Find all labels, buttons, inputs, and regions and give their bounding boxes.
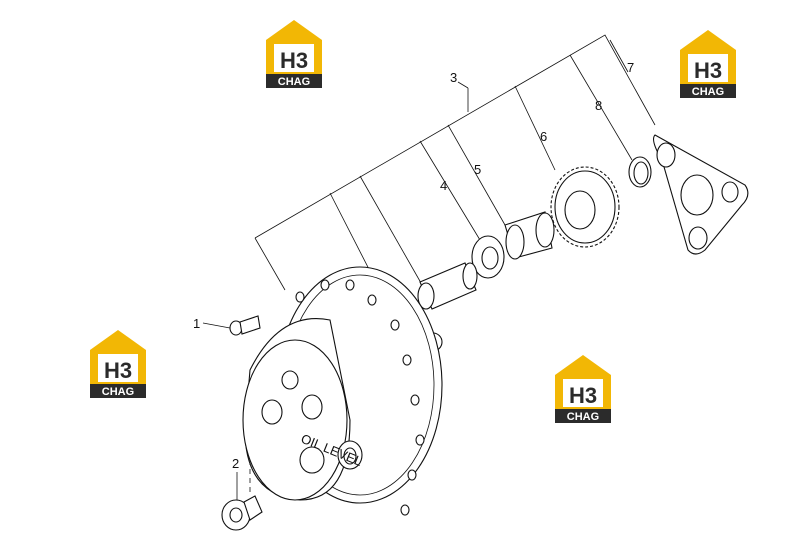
- callout-5: 5: [474, 162, 481, 177]
- part-4-thrust-washer[interactable]: [471, 235, 505, 279]
- part-7-plate[interactable]: [653, 134, 749, 255]
- part-6-gear[interactable]: [550, 166, 620, 248]
- callout-labels: 1 2 3 4 5 6 7 8: [193, 60, 634, 471]
- label-leader-lines: [202, 39, 629, 500]
- svg-text:CHAG: CHAG: [278, 76, 310, 88]
- watermark-logo-center-right: H3 CHAG: [555, 355, 611, 423]
- callout-7: 7: [627, 60, 634, 75]
- watermark-logo-top-right: H3 CHAG: [680, 30, 736, 98]
- part-8-snap-ring[interactable]: [628, 156, 652, 188]
- callout-1: 1: [193, 316, 200, 331]
- part-2-drain-plug[interactable]: [221, 495, 263, 531]
- svg-text:H3: H3: [569, 383, 597, 408]
- flange-bolt-holes: [295, 279, 425, 516]
- svg-text:CHAG: CHAG: [102, 386, 134, 398]
- callout-4: 4: [440, 178, 447, 193]
- part-5-needle-bearing[interactable]: [504, 211, 555, 260]
- hub-housing[interactable]: OIL LEVEL: [242, 266, 443, 516]
- svg-text:CHAG: CHAG: [692, 86, 724, 98]
- watermark-logo-top-left: H3 CHAG: [266, 20, 322, 88]
- callout-6: 6: [540, 129, 547, 144]
- svg-text:H3: H3: [104, 358, 132, 383]
- callout-8: 8: [595, 98, 602, 113]
- svg-text:CHAG: CHAG: [567, 411, 599, 423]
- svg-text:H3: H3: [694, 58, 722, 83]
- part-1-screw[interactable]: [229, 315, 261, 336]
- callout-3: 3: [450, 70, 457, 85]
- watermark-logo-left: H3 CHAG: [90, 330, 146, 398]
- pin[interactable]: [417, 262, 478, 310]
- callout-2: 2: [232, 456, 239, 471]
- assembly-bracket-lines: [254, 34, 656, 321]
- svg-text:H3: H3: [280, 48, 308, 73]
